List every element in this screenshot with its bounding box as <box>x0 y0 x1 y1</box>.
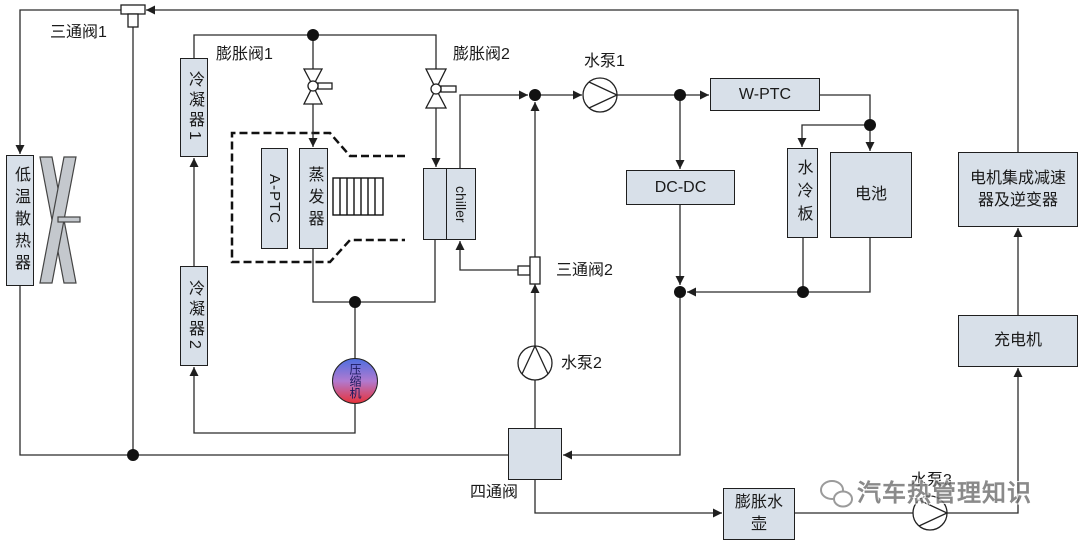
condenser-2-label: 冷凝器2 <box>186 279 203 353</box>
battery-label: 电池 <box>854 186 887 203</box>
heater-core-icon <box>332 177 384 216</box>
junction-dot <box>529 89 541 101</box>
compressor-label: 压缩机 <box>348 363 362 399</box>
charger-label: 充电机 <box>993 332 1042 349</box>
w-ptc-heater: W-PTC <box>710 78 820 111</box>
fan-icon <box>39 156 81 284</box>
junction-dots <box>127 29 876 461</box>
expansion-valve-1-label: 膨胀阀1 <box>216 46 273 63</box>
pipe-valve1-to-radiator <box>15 9 121 154</box>
low-temp-radiator: 低温散热器 <box>6 155 34 286</box>
evaporator: 蒸发器 <box>299 148 328 249</box>
condenser-2: 冷凝器2 <box>180 266 208 366</box>
low-temp-radiator-label: 低温散热器 <box>12 165 29 276</box>
water-pump-2-icon <box>517 344 553 381</box>
pipe-radiator-to-fourway <box>19 286 508 456</box>
wechat-icon <box>820 480 853 508</box>
pipe-network <box>15 5 1023 518</box>
pipe-pump3-to-charger <box>947 368 1023 514</box>
condenser-1-label: 冷凝器1 <box>186 71 203 144</box>
expansion-valve-1-icon <box>302 68 333 105</box>
condenser-1: 冷凝器1 <box>180 58 208 157</box>
chiller: chiller <box>423 168 476 240</box>
charger: 充电机 <box>958 315 1078 367</box>
pipe-compressor-to-condenser2 <box>189 367 356 434</box>
junction-dot <box>307 29 319 41</box>
water-pump-3-icon <box>912 495 949 531</box>
cold-plate-label: 水冷板 <box>794 158 812 228</box>
chiller-refrigerant-side <box>424 169 447 239</box>
hvac-housing-outline <box>230 131 405 264</box>
junction-dot <box>674 286 686 298</box>
junction-dot <box>349 296 361 308</box>
a-ptc-heater: A-PTC <box>261 148 288 249</box>
junction-dot <box>864 119 876 131</box>
pipe-wptc-to-junction <box>820 94 871 125</box>
water-pump-2-label: 水泵2 <box>561 355 602 372</box>
motor-reducer-inverter: 电机集成减速器及逆变器 <box>958 152 1078 227</box>
junction-dot <box>674 89 686 101</box>
chiller-label: chiller <box>453 185 469 223</box>
compressor: 压缩机 <box>332 358 378 404</box>
junction-dot <box>127 449 139 461</box>
three-way-valve-1-label: 三通阀1 <box>50 24 107 41</box>
expansion-valve-2-label: 膨胀阀2 <box>453 46 510 63</box>
battery: 电池 <box>830 152 912 238</box>
expansion-valve-2-icon <box>424 68 457 109</box>
chiller-coolant-side: chiller <box>447 169 475 239</box>
three-way-valve-2-label: 三通阀2 <box>556 262 613 279</box>
water-pump-3-label: 水泵3 <box>911 472 952 489</box>
water-pump-1-icon <box>582 77 619 113</box>
w-ptc-label: W-PTC <box>738 85 792 103</box>
pipe-chiller-coolant-outlet <box>459 90 528 168</box>
three-way-valve-2-icon <box>517 256 541 285</box>
expansion-tank-label: 膨胀水壶 <box>734 494 783 533</box>
cold-plate: 水冷板 <box>787 148 818 238</box>
a-ptc-label: A-PTC <box>266 173 283 224</box>
water-pump-1-label: 水泵1 <box>584 53 625 70</box>
dc-dc-converter: DC-DC <box>626 170 735 205</box>
three-way-valve-1-icon <box>120 4 146 28</box>
four-way-valve <box>508 428 562 480</box>
watermark-text: 汽车热管理知识 <box>857 480 1032 507</box>
pipe-junction-to-cold-plate <box>797 124 870 147</box>
motor-reducer-inverter-label: 电机集成减速器及逆变器 <box>969 169 1066 209</box>
dc-dc-label: DC-DC <box>654 178 707 196</box>
evaporator-label: 蒸发器 <box>305 165 323 232</box>
pipe-junction-to-fourway <box>563 292 681 460</box>
pipe-motor-to-valve1 <box>146 5 1019 152</box>
pipe-evaporator-chiller-return <box>312 240 436 303</box>
pipe-battery-return <box>803 238 871 293</box>
pipe-valve2-to-chiller <box>455 241 518 271</box>
junction-dot <box>797 286 809 298</box>
expansion-tank: 膨胀水壶 <box>723 488 795 540</box>
pipe-fourway-to-tank <box>534 480 722 518</box>
four-way-valve-label: 四通阀 <box>470 484 519 501</box>
